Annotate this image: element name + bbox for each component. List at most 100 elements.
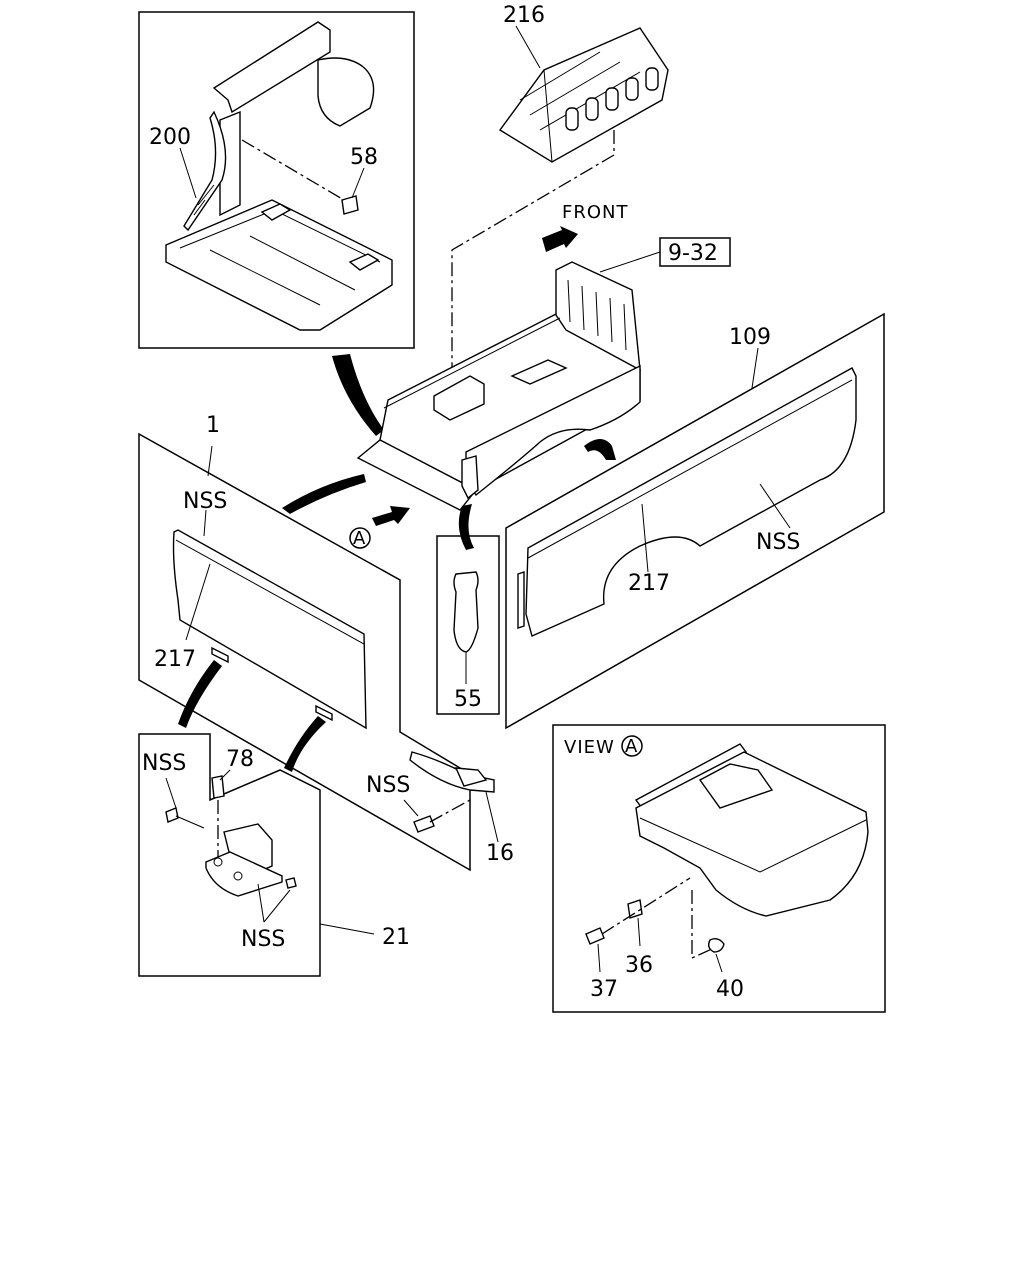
callout-216: 216 bbox=[503, 3, 545, 28]
side-panel-rim bbox=[527, 379, 853, 559]
callout-16: 16 bbox=[486, 841, 514, 866]
wheel-house-cover bbox=[433, 375, 485, 421]
curved-arrow-inset bbox=[332, 354, 384, 436]
front-indicator: FRONT bbox=[542, 202, 629, 252]
curved-arrow-tail-gate bbox=[282, 474, 366, 514]
nut-40-shape bbox=[707, 937, 725, 953]
leader-1 bbox=[207, 445, 213, 477]
rail-end-cap bbox=[317, 57, 375, 127]
headboard-bars bbox=[567, 279, 627, 351]
reference-9-32: 9-32 bbox=[599, 237, 731, 273]
view-a-nut-dash bbox=[691, 890, 715, 960]
callout-nss-hinge-bottom: NSS bbox=[241, 927, 285, 952]
leader-216 bbox=[515, 25, 541, 69]
front-arrow-icon bbox=[542, 226, 578, 252]
cover-216-dash-line bbox=[451, 130, 615, 392]
view-a-frame bbox=[552, 724, 886, 1013]
inset-55-frame bbox=[436, 535, 500, 715]
cover-slot-3 bbox=[605, 87, 619, 111]
tailgate-chain bbox=[183, 110, 227, 232]
view-a-bolt-dash bbox=[601, 877, 691, 935]
inset-view-a: VIEW A 37 36 40 bbox=[552, 724, 886, 1013]
hook-16-shape bbox=[409, 751, 495, 793]
inset-frame bbox=[138, 11, 415, 349]
leader-16 bbox=[485, 791, 499, 843]
view-a-arrow-icon bbox=[372, 506, 410, 526]
stake-pocket-shape bbox=[453, 571, 479, 653]
side-panel-end bbox=[517, 571, 525, 629]
callout-217-tail: 217 bbox=[154, 647, 196, 672]
tail-gate-body bbox=[172, 529, 367, 730]
callout-36: 36 bbox=[625, 953, 653, 978]
curved-arrow-hinge-right bbox=[284, 716, 326, 772]
cover-216-shape bbox=[498, 27, 669, 163]
reference-leader bbox=[599, 251, 661, 273]
leader-nss-hinge-bottom-2 bbox=[263, 889, 291, 923]
part-16-hook: NSS 16 bbox=[366, 751, 514, 866]
leader-40 bbox=[715, 953, 723, 973]
leader-200 bbox=[179, 147, 197, 199]
bed-side-wall bbox=[465, 364, 641, 497]
callout-1: 1 bbox=[206, 413, 220, 438]
tail-gate-rim bbox=[175, 539, 365, 645]
view-a-marker-letter: A bbox=[353, 528, 366, 549]
bed-corner-post bbox=[461, 455, 479, 500]
hook-bolt-dash bbox=[429, 799, 471, 823]
chain-links bbox=[193, 184, 215, 216]
callout-58: 58 bbox=[350, 145, 378, 170]
callout-nss-side: NSS bbox=[756, 530, 800, 555]
inset-tailgate-detail: 200 58 bbox=[138, 11, 415, 349]
tail-gate-hinge-left bbox=[211, 646, 229, 664]
leader-nss-tail bbox=[203, 509, 207, 537]
floor-plate bbox=[510, 359, 568, 385]
view-a-marker-circle bbox=[349, 527, 371, 549]
hinge-pin-78 bbox=[211, 775, 225, 799]
hook-bolt bbox=[413, 815, 435, 833]
floor-rib-1 bbox=[209, 249, 321, 306]
bolt-37-shape bbox=[585, 927, 605, 945]
reference-label: 9-32 bbox=[668, 241, 718, 266]
hinge-bolt-shank bbox=[175, 815, 205, 829]
leader-37 bbox=[597, 943, 601, 973]
view-a-wheel-house bbox=[698, 763, 774, 809]
callout-nss-tail: NSS bbox=[183, 489, 227, 514]
callout-109: 109 bbox=[729, 325, 771, 350]
callout-200: 200 bbox=[149, 125, 191, 150]
leader-nss-side bbox=[759, 483, 791, 529]
cover-slot-2 bbox=[585, 97, 599, 121]
callout-40: 40 bbox=[716, 977, 744, 1002]
hook-16-tab bbox=[454, 767, 488, 787]
leader-36 bbox=[637, 917, 641, 947]
leader-nss-hinge-bottom-1 bbox=[257, 883, 265, 923]
callout-21: 21 bbox=[382, 925, 410, 950]
gate-floor bbox=[165, 199, 393, 331]
leader-217-side bbox=[641, 503, 649, 573]
hinge-hole-2 bbox=[233, 871, 243, 881]
cover-slot-4 bbox=[625, 77, 639, 101]
callout-nss-hook: NSS bbox=[366, 773, 410, 798]
top-rail bbox=[212, 21, 331, 114]
floor-rib-2 bbox=[249, 235, 356, 291]
bed-inner-rim bbox=[383, 317, 561, 409]
inset-part-21-hinge: NSS 78 NSS 21 bbox=[138, 733, 410, 977]
view-a-rim bbox=[639, 817, 867, 873]
side-panel-frame bbox=[505, 312, 885, 730]
bolt-58-shape bbox=[341, 195, 359, 215]
hinge-tab-lower bbox=[348, 253, 380, 271]
leader-58 bbox=[351, 167, 365, 199]
leader-21 bbox=[319, 923, 375, 935]
cover-slot-5 bbox=[645, 67, 659, 91]
bolt-58-leader-dash bbox=[241, 139, 345, 201]
front-label: FRONT bbox=[562, 202, 629, 223]
hinge-base bbox=[205, 851, 283, 897]
tail-gate-hinge-right bbox=[315, 704, 333, 722]
callout-78: 78 bbox=[226, 747, 254, 772]
side-panel-body bbox=[525, 367, 857, 637]
leader-nss-hook bbox=[403, 799, 419, 817]
leader-109 bbox=[751, 347, 759, 389]
callout-37: 37 bbox=[590, 977, 618, 1002]
inset-part-55: 55 bbox=[436, 535, 500, 715]
callout-55: 55 bbox=[454, 687, 482, 712]
